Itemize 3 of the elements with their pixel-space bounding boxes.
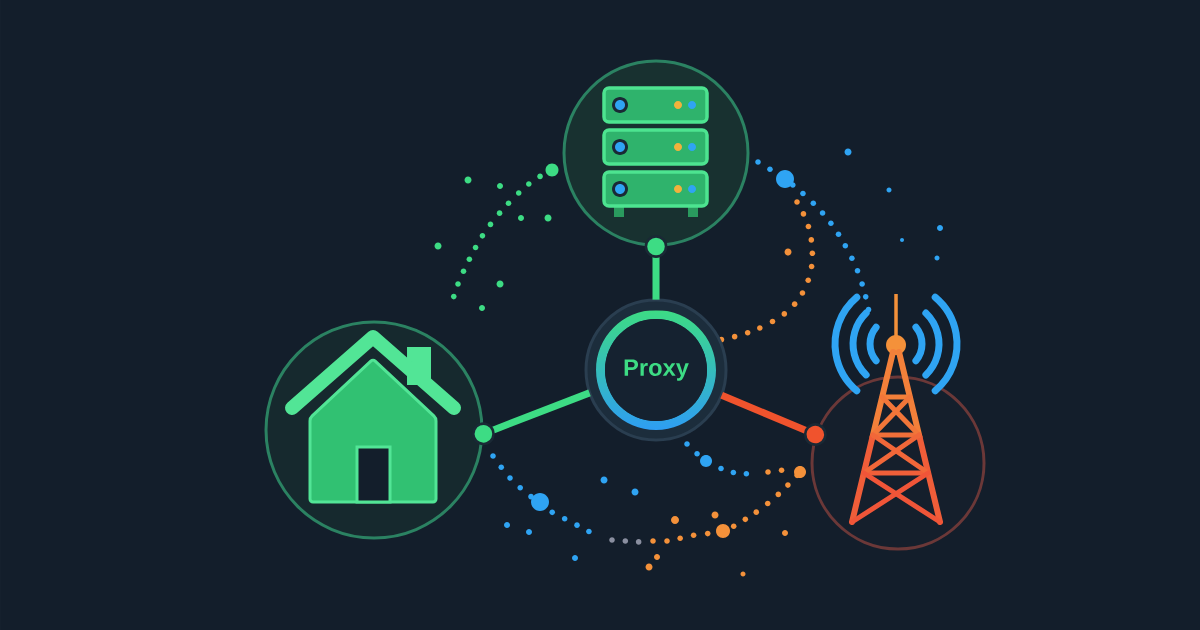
circle-node — [810, 375, 986, 551]
connector — [720, 391, 827, 446]
connector — [472, 389, 591, 446]
